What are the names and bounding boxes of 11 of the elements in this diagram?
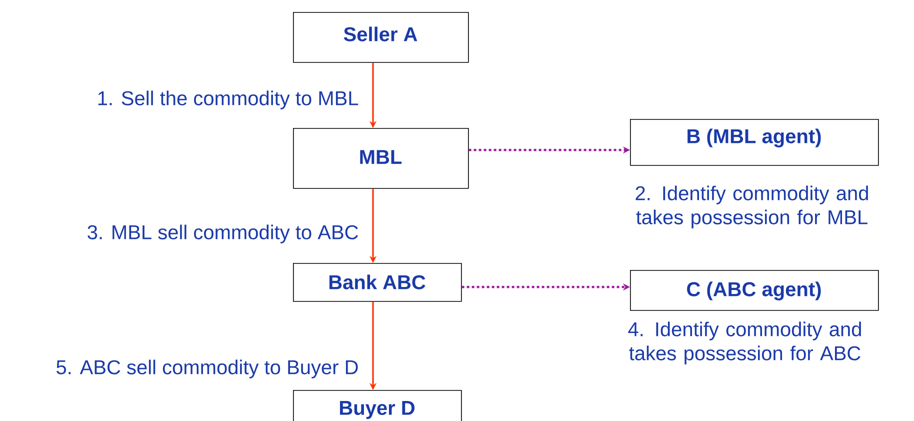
process-box: MBL [293, 128, 469, 189]
edge-label: 5. ABC sell commodity to Buyer D [56, 360, 358, 378]
process-box: Bank ABC [293, 263, 462, 302]
process-box: Buyer D [293, 390, 462, 421]
edge-label: 4. Identify commodity and takes possession for ABC [628, 322, 861, 364]
process-box: B (MBL agent) [630, 119, 879, 166]
edge-label: 3. MBL sell commodity to ABC [88, 224, 358, 244]
process-box: Seller A [293, 12, 469, 63]
edge-label: 1. Sell the commodity to MBL [98, 90, 358, 110]
process-box: C (ABC agent) [630, 270, 879, 311]
edge-label: 2. Identify commodity and takes possession for MBL [636, 186, 868, 228]
